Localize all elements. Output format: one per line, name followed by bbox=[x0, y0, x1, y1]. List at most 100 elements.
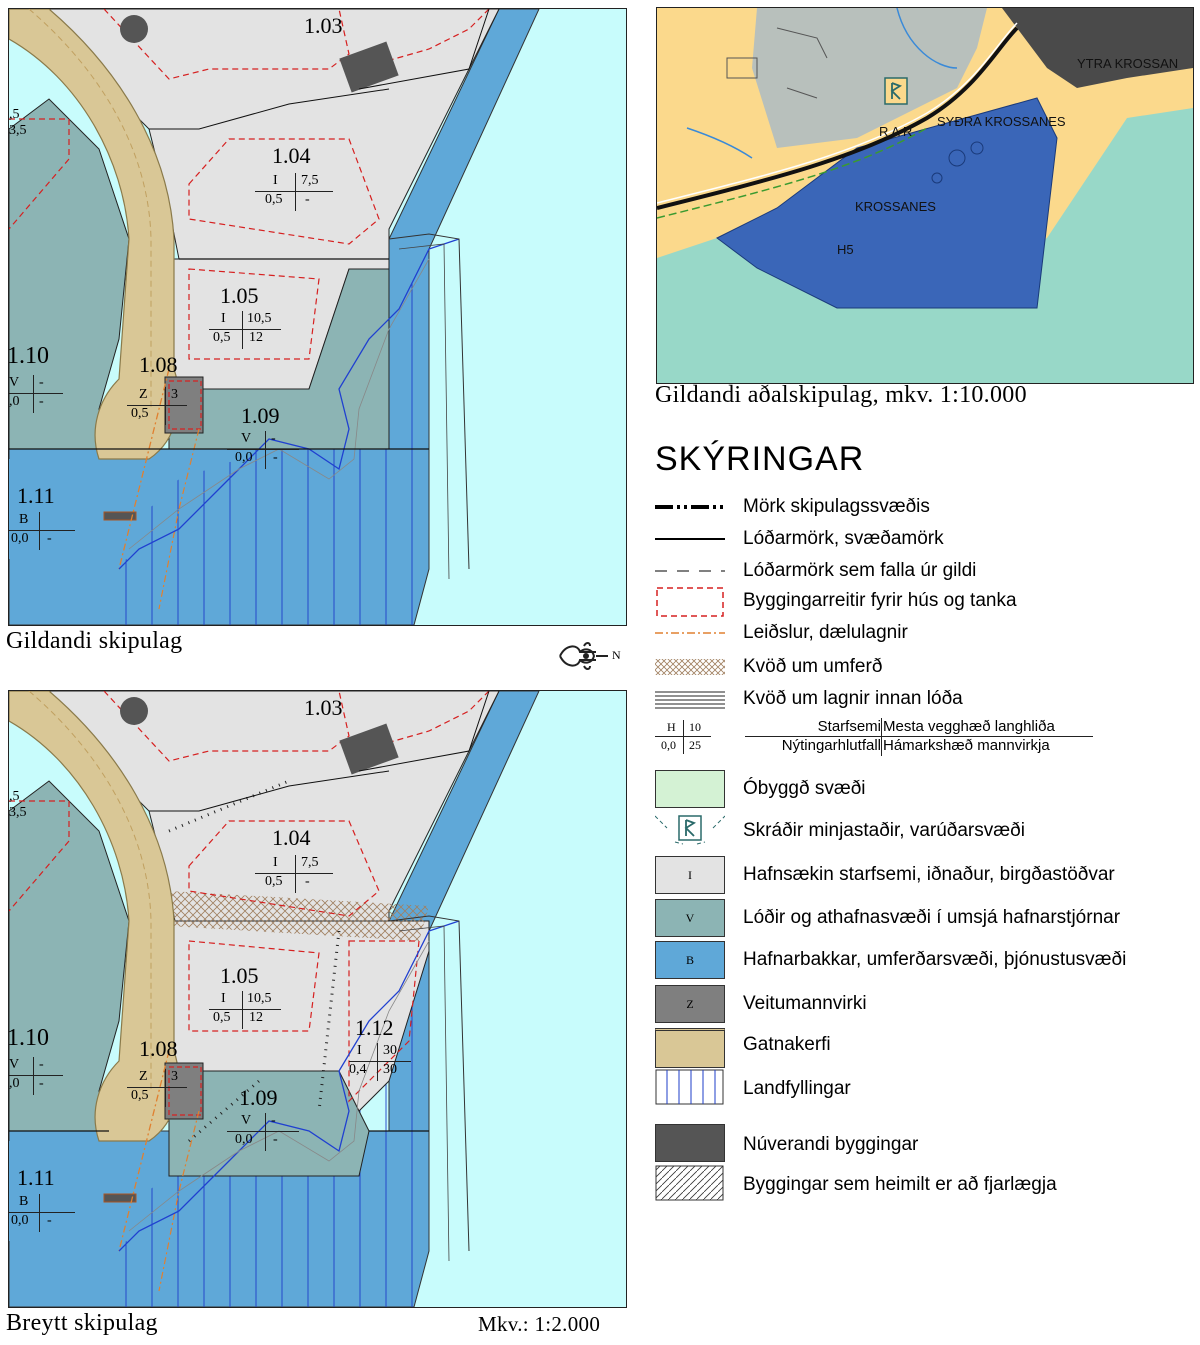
plot-table-1-10: V - ,0 - bbox=[9, 1057, 65, 1097]
legend-label: Veitumannvirki bbox=[743, 993, 867, 1014]
landfill-swatch-icon bbox=[655, 1069, 724, 1105]
north-label: N bbox=[612, 648, 621, 662]
plot-label-1-08: 1.08 bbox=[139, 352, 178, 377]
plot-wall-height: - bbox=[271, 431, 276, 446]
plot-ratio: 0,4 bbox=[349, 1062, 367, 1077]
plot-label-1-04: 1.04 bbox=[272, 143, 311, 168]
use-key-ratio: Nýtingarhlutfall bbox=[781, 737, 881, 754]
plot-use: I bbox=[273, 173, 278, 188]
plot-table-1-11: B 0,0 - bbox=[9, 1194, 77, 1234]
plot-max-height: - bbox=[47, 531, 52, 546]
plot-wall-height: 10,5 bbox=[247, 991, 272, 1006]
plot-use: V bbox=[241, 431, 252, 446]
plot-use: V bbox=[241, 1113, 252, 1128]
plot-use: I bbox=[273, 855, 278, 870]
plot-left-b: 3,5 bbox=[9, 123, 27, 138]
plot-ratio: 0,5 bbox=[265, 874, 283, 889]
legend-label: Leiðslur, dælulagnir bbox=[743, 622, 908, 643]
plot-table-1-05: I 10,5 0,5 12 bbox=[209, 311, 289, 351]
heritage-icon bbox=[655, 815, 725, 845]
plot-wall-height: - bbox=[39, 1057, 44, 1072]
plot-table-1-08: Z 3 0,5 bbox=[127, 1069, 191, 1109]
overview-label-h5: H5 bbox=[837, 242, 854, 257]
plot-use: I bbox=[357, 1043, 362, 1058]
plot-label-1-05: 1.05 bbox=[220, 963, 259, 988]
utilities-swatch: Z bbox=[655, 985, 725, 1023]
legend-label: Byggingar sem heimilt er að fjarlægja bbox=[743, 1174, 1057, 1195]
plot-max-height: - bbox=[39, 1076, 44, 1091]
plot-left-a: ,5 bbox=[9, 789, 20, 804]
plot-use: V bbox=[9, 1057, 20, 1072]
plot-ratio: ,0 bbox=[9, 1076, 20, 1091]
plot-use: Z bbox=[139, 1069, 148, 1084]
plot-wall-height: 3 bbox=[171, 387, 178, 402]
plot-wall-height: 30 bbox=[383, 1043, 397, 1058]
legend-label: Skráðir minjastaðir, varúðarsvæði bbox=[743, 820, 1025, 841]
streets-swatch bbox=[655, 1028, 725, 1068]
use-key-h1: Mesta vegghæð langhliða bbox=[883, 718, 1055, 735]
plot-label-1-03: 1.03 bbox=[304, 13, 343, 38]
plot-table-1-04: I 7,5 0,5 - bbox=[255, 171, 335, 211]
plot-wall-height: 10,5 bbox=[247, 311, 272, 326]
unbuilt-swatch bbox=[655, 770, 725, 808]
plot-wall-height: - bbox=[271, 1113, 276, 1128]
plot-label-1-09: 1.09 bbox=[241, 403, 280, 428]
legend-label: Hafnsækin starfsemi, iðnaður, birgðastöð… bbox=[743, 864, 1115, 885]
use-key-text: Starfsemi Mesta vegghæð langhliða Nýting… bbox=[745, 718, 1093, 756]
plot-use: I bbox=[221, 311, 226, 326]
plot-label-1-04: 1.04 bbox=[272, 825, 311, 850]
plot-ratio: 0,0 bbox=[11, 531, 29, 546]
use-key-sym-ratio: 0,0 bbox=[661, 738, 676, 752]
legend-label: Kvöð um lagnir innan lóða bbox=[743, 688, 963, 709]
plot-table-1-11: B 0,0 - bbox=[9, 512, 77, 552]
plot-label-1-10: 1.10 bbox=[8, 343, 49, 369]
revised-plan-caption: Breytt skipulag bbox=[6, 1310, 158, 1336]
current-plan-caption: Gildandi skipulag bbox=[6, 628, 183, 654]
quays-swatch: B bbox=[655, 941, 725, 979]
plot-label-1-05: 1.05 bbox=[220, 283, 259, 308]
plot-ratio: 0,5 bbox=[131, 1088, 149, 1103]
plot-label-1-10: 1.10 bbox=[8, 1025, 49, 1051]
plot-label-1-11: 1.11 bbox=[17, 483, 55, 508]
plot-ratio: 0,5 bbox=[213, 1010, 231, 1025]
legend-label: Byggingarreitir fyrir hús og tanka bbox=[743, 590, 1017, 611]
plot-max-height: - bbox=[273, 450, 278, 465]
plot-max-height: - bbox=[47, 1213, 52, 1228]
north-arrow: N bbox=[556, 636, 626, 676]
boundary-symbol-icon bbox=[655, 505, 725, 509]
overview-label-krossanes: KROSSANES bbox=[855, 199, 936, 214]
use-key-sym-h2: 25 bbox=[689, 738, 701, 752]
existing-building-swatch bbox=[655, 1124, 725, 1162]
plot-wall-height: 7,5 bbox=[301, 173, 319, 188]
plot-max-height: 12 bbox=[249, 1010, 263, 1025]
plot-wall-height: 7,5 bbox=[301, 855, 319, 870]
legend-label: Lóðarmörk sem falla úr gildi bbox=[743, 560, 977, 581]
plot-left-a: ,5 bbox=[9, 107, 20, 122]
overview-caption: Gildandi aðalskipulag, mkv. 1:10.000 bbox=[655, 382, 1027, 408]
plot-use: I bbox=[221, 991, 226, 1006]
legend-label: Lóðir og athafnasvæði í umsjá hafnarstjó… bbox=[743, 907, 1121, 928]
plot-table-left: ,5 3,5 bbox=[9, 107, 27, 139]
hatched-lines-icon bbox=[655, 691, 725, 709]
plot-label-1-09: 1.09 bbox=[239, 1085, 278, 1110]
fleur-de-lis-icon bbox=[559, 642, 608, 670]
plot-ratio: 0,5 bbox=[213, 330, 231, 345]
plot-ratio: 0,5 bbox=[265, 192, 283, 207]
legend-label: Gatnakerfi bbox=[743, 1034, 831, 1055]
building-field-icon bbox=[656, 587, 724, 617]
plot-label-1-12: 1.12 bbox=[355, 1015, 394, 1040]
use-key-sym-h1: 10 bbox=[689, 720, 701, 734]
plot-label-1-03: 1.03 bbox=[304, 695, 343, 720]
plot-table-1-08: Z 3 0,5 bbox=[127, 387, 191, 427]
legend-item-use-key: H 10 0,0 25 Starfsemi Mesta vegghæð lang… bbox=[655, 718, 1195, 758]
plot-table-left: ,5 3,5 bbox=[9, 789, 27, 821]
plot-max-height: 12 bbox=[249, 330, 263, 345]
plot-table-1-09: V - 0,0 - bbox=[227, 431, 307, 471]
plot-label-1-11: 1.11 bbox=[17, 1165, 55, 1190]
plot-label-1-08: 1.08 bbox=[139, 1036, 178, 1061]
overview-label-ytra: YTRA KROSSAN bbox=[1077, 56, 1179, 71]
plot-max-height: - bbox=[273, 1132, 278, 1147]
plot-line-icon bbox=[655, 538, 725, 540]
use-key-h2: Hámarkshæð mannvirkja bbox=[883, 737, 1050, 754]
overview-label-ra: R A R bbox=[879, 124, 913, 139]
